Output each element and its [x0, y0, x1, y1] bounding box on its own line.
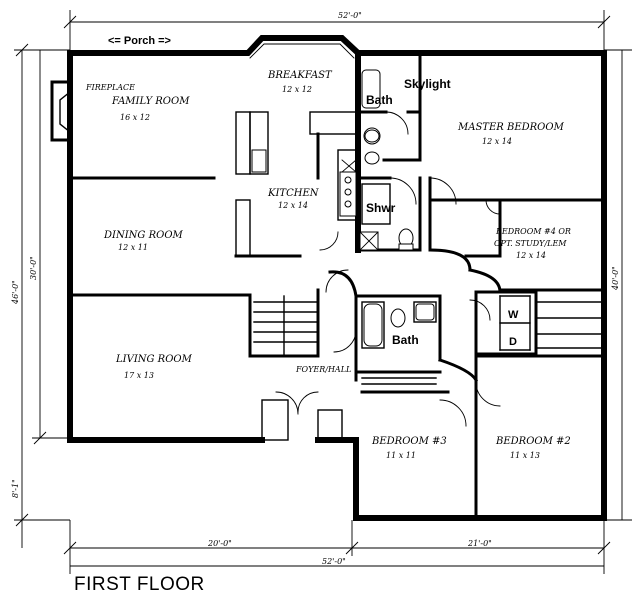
room-labels: FAMILY ROOM 16 x 12 FIREPLACE BREAKFAST …	[85, 70, 571, 460]
floor-title: FIRST FLOOR	[74, 574, 205, 595]
dim-right-side: 40'-0"	[611, 266, 620, 291]
porch-label: <= Porch =>	[108, 35, 171, 47]
dining-room-size: 12 x 11	[118, 243, 148, 252]
door-swings	[275, 111, 501, 427]
dimension-text: 52'-0" 20'-0" 21'-0" 52'-0" 30'-0" 46'-0…	[11, 11, 620, 566]
breakfast-name: BREAKFAST	[267, 70, 333, 81]
bedroom4-size: 12 x 14	[516, 251, 546, 260]
living-room-size: 17 x 13	[124, 371, 154, 380]
dim-bottom-left: 20'-0"	[207, 539, 232, 548]
dim-top-total: 52'-0"	[338, 11, 362, 20]
kitchen-name: KITCHEN	[267, 188, 320, 199]
foyer-name: FOYER/HALL	[295, 365, 351, 374]
skylight-label: Skylight	[404, 77, 451, 91]
washer-label: W	[508, 309, 519, 321]
bath-center-label: Bath	[392, 333, 419, 347]
shower-label: Shwr	[366, 201, 396, 215]
fixtures	[251, 69, 435, 347]
fireplace-label: FIREPLACE	[85, 83, 135, 92]
breakfast-size: 12 x 12	[282, 85, 312, 94]
master-bedroom-name: MASTER BEDROOM	[457, 122, 565, 133]
dim-left-lower: 8'-1"	[11, 479, 20, 498]
bath-top-label: Bath	[366, 93, 393, 107]
master-bedroom-size: 12 x 14	[482, 137, 512, 146]
dim-bottom-total: 52'-0"	[322, 557, 346, 566]
interior-walls	[68, 52, 606, 520]
kitchen-size: 12 x 14	[278, 201, 308, 210]
dimension-lines	[14, 10, 632, 574]
dryer-label: D	[509, 336, 517, 348]
dim-bottom-right: 21'-0"	[467, 539, 492, 548]
dim-left-total: 46'-0"	[11, 280, 20, 305]
family-room-name: FAMILY ROOM	[111, 96, 190, 107]
dim-left-upper: 30'-0"	[29, 256, 38, 280]
bedroom3-size: 11 x 11	[386, 451, 416, 460]
dining-room-name: DINING ROOM	[103, 230, 184, 241]
bedroom3-name: BEDROOM #3	[371, 436, 447, 447]
living-room-name: LIVING ROOM	[115, 354, 193, 365]
bedroom4-name2: OPT. STUDY/LEM	[494, 239, 567, 248]
bedroom2-name: BEDROOM #2	[495, 436, 571, 447]
bedroom2-size: 11 x 13	[510, 451, 540, 460]
bedroom4-name: BEDROOM #4 OR	[495, 227, 571, 236]
family-room-size: 16 x 12	[120, 113, 150, 122]
annotations: <= Porch => Skylight Bath Shwr Bath W D	[108, 35, 519, 348]
exterior-walls	[50, 35, 607, 521]
